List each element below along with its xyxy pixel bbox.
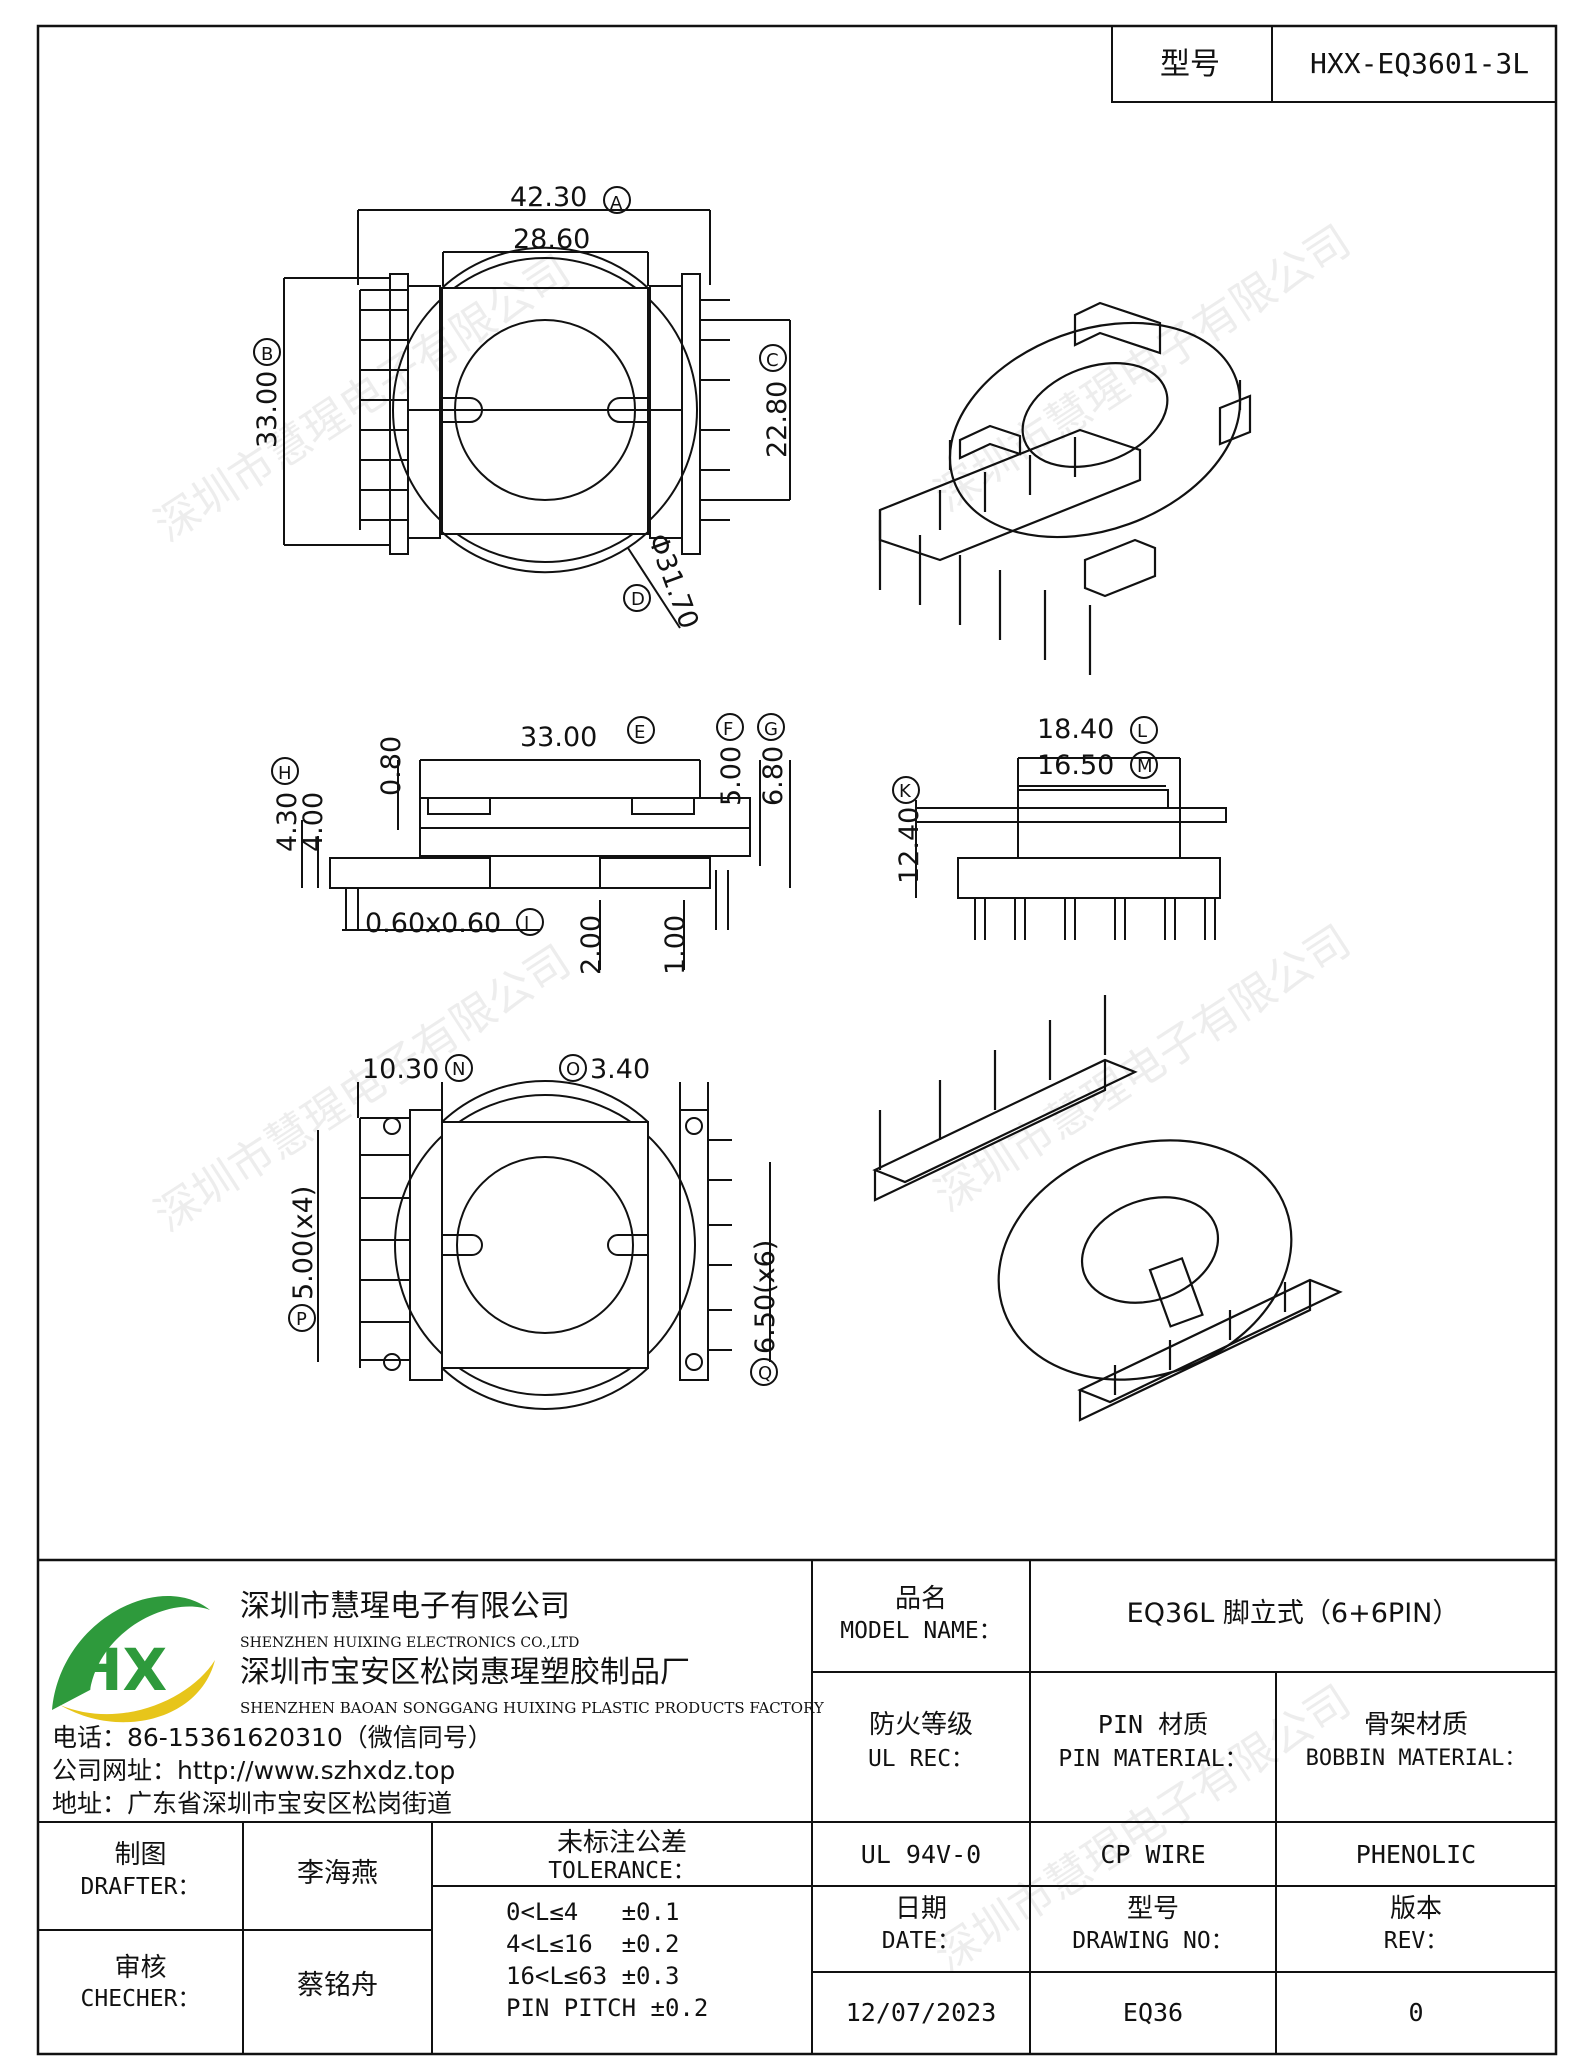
dim-f-tag: F <box>723 719 733 740</box>
dim-c: 22.80 <box>762 381 793 458</box>
header-model-box <box>1111 25 1557 103</box>
checker-value: 蔡铭舟 <box>297 1970 378 2001</box>
tolerance-label-en: TOLERANCE： <box>548 1858 696 1884</box>
dim-g: 6.80 <box>758 746 789 806</box>
pin-material-label-en: PIN MATERIAL： <box>1058 1746 1248 1772</box>
company-website: 公司网址：http://www.szhxdz.top <box>52 1756 456 1785</box>
checker-label-cn: 审核 <box>114 1953 167 1983</box>
pin-material-label-cn: PIN 材质 <box>1097 1710 1209 1739</box>
top-left-pins <box>359 289 408 530</box>
date-value: 12/07/2023 <box>845 1998 997 2027</box>
tolerance-line: 0<L≤4 ±0.1 <box>506 1898 680 1926</box>
top-view <box>253 186 791 629</box>
dim-b-tag: B <box>261 344 273 365</box>
model-name-label-cn: 品名 <box>894 1584 947 1614</box>
bobbin-material-label-cn: 骨架材质 <box>1363 1710 1468 1740</box>
dim-k-tag: K <box>899 781 912 802</box>
tolerance-label-cn: 未标注公差 <box>556 1828 687 1858</box>
date-label-cn: 日期 <box>894 1894 947 1924</box>
dim-p-tag: P <box>296 1309 307 1330</box>
iso-view-top <box>878 301 1252 675</box>
header-model-value: HXX-EQ3601-3L <box>1310 47 1530 80</box>
dim-l: 18.40 <box>1037 714 1114 745</box>
factory-name-cn: 深圳市宝安区松岗惠瑆塑胶制品厂 <box>240 1655 690 1690</box>
dim-e-tag: E <box>634 722 645 743</box>
dim-o: 3.40 <box>590 1054 650 1085</box>
factory-name-en: SHENZHEN BAOAN SONGGANG HUIXING PLASTIC … <box>240 1699 824 1717</box>
dim-o-tag: O <box>566 1059 580 1080</box>
dim-n: 10.30 <box>362 1054 439 1085</box>
dim-a: 42.30 <box>510 182 587 213</box>
end-view <box>892 716 1227 940</box>
company-logo <box>52 1596 215 1723</box>
dim-m: 16.50 <box>1037 750 1114 781</box>
dim-m-tag: M <box>1137 756 1153 777</box>
dim-h: 4.30 <box>272 792 303 852</box>
dim-b: 33.00 <box>252 371 283 448</box>
rev-label-cn: 版本 <box>1389 1894 1442 1924</box>
logo-letters: HX <box>74 1636 167 1704</box>
drawing-no-label-cn: 型号 <box>1126 1894 1179 1924</box>
rev-value: 0 <box>1408 1998 1424 2027</box>
dim-n-tag: N <box>452 1059 465 1080</box>
dim-e: 33.00 <box>520 722 597 753</box>
dim-h3: 0.80 <box>376 736 407 796</box>
drawing-no-value: EQ36 <box>1122 1998 1184 2027</box>
dim-i-tag: I <box>524 913 529 934</box>
dim-p: 5.00(x4) <box>288 1186 319 1300</box>
dim-l-tag: L <box>1137 721 1147 742</box>
company-phone: 电话：86-15361620310（微信同号） <box>52 1723 493 1752</box>
header-model-label: 型号 <box>1160 47 1220 82</box>
dim-q-tag: Q <box>758 1363 772 1384</box>
ul-label-en: UL REC： <box>867 1746 975 1772</box>
bobbin-material-value: PHENOLIC <box>1355 1840 1477 1869</box>
drafter-value: 李海燕 <box>297 1858 378 1889</box>
tolerance-line: PIN PITCH ±0.2 <box>506 1994 709 2022</box>
model-name-label-en: MODEL NAME： <box>840 1618 1002 1644</box>
tolerance-line: 16<L≤63 ±0.3 <box>506 1962 680 1990</box>
bobbin-material-label-en: BOBBIN MATERIAL： <box>1305 1746 1527 1771</box>
dim-q: 6.50(x6) <box>750 1240 781 1354</box>
drawing-no-label-en: DRAWING NO： <box>1072 1928 1234 1954</box>
sheet-border <box>36 24 1558 2056</box>
company-name-cn: 深圳市慧瑆电子有限公司 <box>240 1589 570 1624</box>
top-right-pins <box>700 299 730 521</box>
drafter-label-cn: 制图 <box>114 1840 167 1870</box>
rev-label-en: REV： <box>1383 1928 1449 1954</box>
company-address: 地址：广东省深圳市宝安区松岗街道 <box>52 1789 453 1818</box>
checker-label-en: CHECHER： <box>80 1986 201 2012</box>
tolerance-line: 4<L≤16 ±0.2 <box>506 1930 680 1958</box>
dim-pin-dia: 1.00 <box>660 915 691 975</box>
dim-h2: 4.00 <box>298 792 329 852</box>
dim-g-tag: G <box>764 719 778 740</box>
ul-label-cn: 防火等级 <box>868 1710 973 1740</box>
bottom-view <box>288 1054 778 1410</box>
dim-h-tag: H <box>278 763 292 784</box>
dim-c-tag: C <box>766 350 779 371</box>
dim-i: 0.60x0.60 <box>365 908 501 939</box>
dim-d-tag: D <box>631 589 645 610</box>
side-view <box>271 713 791 970</box>
pin-material-value: CP WIRE <box>1100 1840 1206 1869</box>
company-name-en: SHENZHEN HUIXING ELECTRONICS CO.,LTD <box>240 1635 580 1651</box>
dim-width-inner: 28.60 <box>513 224 590 255</box>
ul-value: UL 94V-0 <box>860 1840 982 1869</box>
dim-a-tag: A <box>610 193 623 214</box>
dimension-labels: 42.30 A 28.60 33.00 B 22.80 C Φ31.70 D 3… <box>252 182 1153 1384</box>
dim-f: 5.00 <box>716 746 747 806</box>
drafter-label-en: DRAFTER： <box>80 1874 201 1900</box>
dim-pin-len: 2.00 <box>576 915 607 975</box>
model-name-value: EQ36L 脚立式（6+6PIN） <box>1126 1598 1460 1629</box>
iso-view-bottom <box>872 995 1343 1422</box>
date-label-en: DATE： <box>881 1928 961 1954</box>
dim-k: 12.40 <box>894 807 925 884</box>
